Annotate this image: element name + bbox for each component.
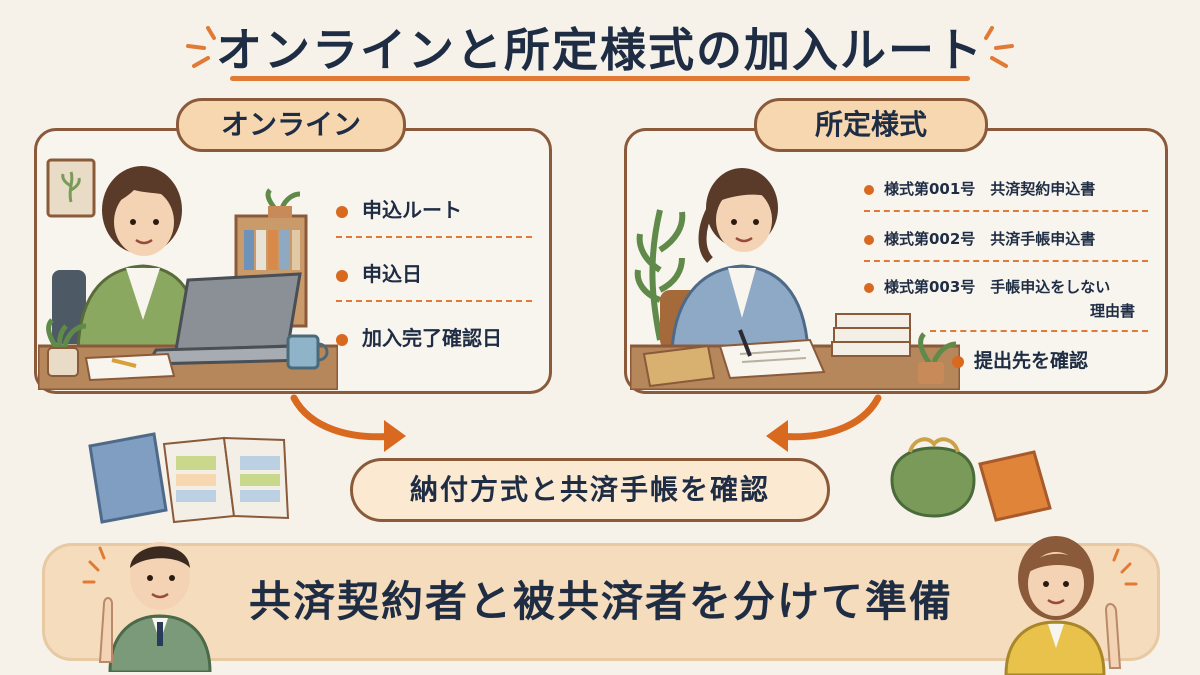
woman-pointing-illustration	[1004, 536, 1138, 675]
bullet-icon	[864, 184, 874, 195]
title-sparkle-right-icon	[984, 26, 1014, 68]
form-item-001: 様式第001号 共済契約申込書	[864, 178, 1095, 199]
online-item-label: 申込ルート	[362, 198, 462, 222]
bullet-icon	[336, 205, 348, 218]
online-item-date: 申込日	[336, 258, 422, 287]
bullet-icon	[336, 269, 348, 282]
arrow-right-icon	[766, 394, 882, 452]
books-illustration	[88, 432, 290, 524]
online-tag: オンライン	[176, 98, 406, 152]
divider	[864, 260, 1148, 262]
form-submit-label: 提出先を確認	[974, 350, 1089, 372]
bullet-icon	[952, 355, 964, 368]
page-title: オンラインと所定様式の加入ルート	[216, 23, 984, 77]
online-item-label: 加入完了確認日	[362, 326, 502, 350]
form-item-003: 様式第003号 手帳申込をしない	[864, 276, 1110, 297]
form-item-label: 様式第002号 共済手帳申込書	[884, 230, 1096, 248]
form-submit-item: 提出先を確認	[952, 346, 1088, 373]
online-item-complete: 加入完了確認日	[336, 322, 502, 351]
bullet-icon	[864, 282, 874, 293]
online-illustration	[38, 158, 338, 390]
man-pointing-illustration	[82, 542, 212, 672]
payment-check-box: 納付方式と共済手帳を確認	[350, 458, 830, 522]
bottom-banner	[42, 543, 1160, 661]
form-item-003-cont: 理由書	[1090, 302, 1136, 320]
divider	[864, 210, 1148, 212]
title-underline	[230, 76, 970, 81]
divider	[336, 300, 532, 302]
arrow-left-icon	[290, 394, 406, 452]
form-item-label: 様式第003号 手帳申込をしない	[884, 278, 1111, 296]
form-tag: 所定様式	[754, 98, 988, 152]
banner-text: 共済契約者と被共済者を分けて準備	[248, 577, 953, 626]
title-sparkle-left-icon	[186, 26, 216, 68]
form-illustration	[630, 168, 960, 390]
online-item-route: 申込ルート	[336, 194, 462, 223]
online-item-label: 申込日	[362, 262, 422, 286]
bullet-icon	[864, 234, 874, 245]
purse-notebook-illustration	[890, 437, 1052, 522]
divider	[930, 330, 1148, 332]
bullet-icon	[336, 333, 348, 346]
form-item-002: 様式第002号 共済手帳申込書	[864, 228, 1095, 249]
form-item-label: 様式第001号 共済契約申込書	[884, 180, 1096, 198]
divider	[336, 236, 532, 238]
